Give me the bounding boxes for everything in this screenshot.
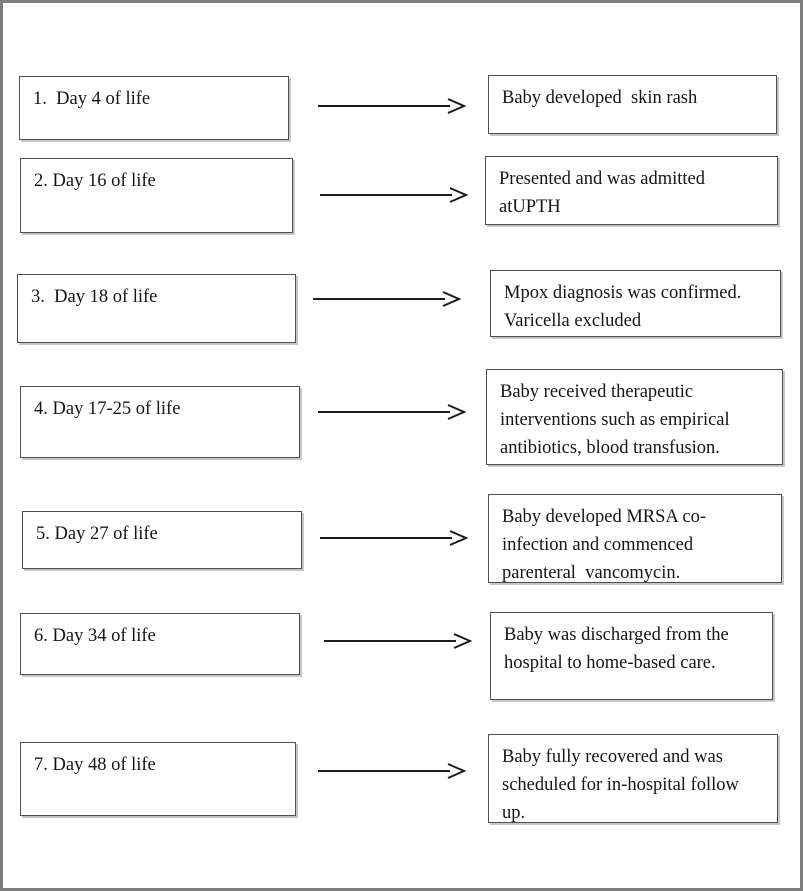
flow-arrow-1-icon bbox=[318, 98, 467, 114]
day-box-7: 7. Day 48 of life bbox=[20, 742, 296, 816]
event-text-line: parenteral vancomycin. bbox=[502, 563, 681, 583]
flow-arrow-6-icon bbox=[324, 633, 473, 649]
event-text-line: hospital to home-based care. bbox=[504, 653, 716, 673]
event-box-7: Baby fully recovered and was scheduled f… bbox=[488, 734, 778, 823]
event-box-2: Presented and was admitted atUPTH bbox=[485, 156, 778, 225]
event-text-line: Mpox diagnosis was confirmed. bbox=[504, 283, 742, 303]
event-box-3: Mpox diagnosis was confirmed. Varicella … bbox=[490, 270, 781, 337]
event-text-line: Baby was discharged from the bbox=[504, 625, 729, 645]
event-box-6: Baby was discharged from the hospital to… bbox=[490, 612, 773, 700]
day-box-5: 5. Day 27 of life bbox=[22, 511, 302, 569]
event-text-line: scheduled for in-hospital follow bbox=[502, 775, 739, 795]
event-box-5: Baby developed MRSA co- infection and co… bbox=[488, 494, 782, 583]
flow-arrow-4-icon bbox=[318, 404, 467, 420]
event-box-1: Baby developed skin rash bbox=[488, 75, 777, 134]
event-text-line: Presented and was admitted bbox=[499, 169, 706, 189]
event-text-line: Baby received therapeutic bbox=[500, 382, 694, 402]
flow-arrow-2-icon bbox=[320, 187, 469, 203]
day-box-2: 2. Day 16 of life bbox=[20, 158, 293, 233]
event-text-line: Baby developed skin rash bbox=[502, 88, 698, 108]
flow-arrow-3-icon bbox=[313, 291, 462, 307]
event-text-line: atUPTH bbox=[499, 197, 561, 217]
event-text-line: Varicella excluded bbox=[504, 311, 642, 331]
event-text-line: Baby fully recovered and was bbox=[502, 747, 723, 767]
day-box-3: 3. Day 18 of life bbox=[17, 274, 296, 343]
day-box-6: 6. Day 34 of life bbox=[20, 613, 300, 675]
event-text-line: interventions such as empirical bbox=[500, 410, 730, 430]
flow-arrow-5-icon bbox=[320, 530, 469, 546]
event-text-line: infection and commenced bbox=[502, 535, 694, 555]
event-text-line: antibiotics, blood transfusion. bbox=[500, 438, 720, 458]
event-box-4: Baby received therapeutic interventions … bbox=[486, 369, 783, 465]
day-box-4: 4. Day 17-25 of life bbox=[20, 386, 300, 458]
event-text-line: up. bbox=[502, 803, 526, 823]
flow-arrow-7-icon bbox=[318, 763, 467, 779]
day-box-1: 1. Day 4 of life bbox=[19, 76, 289, 140]
event-text-line: Baby developed MRSA co- bbox=[502, 507, 706, 527]
